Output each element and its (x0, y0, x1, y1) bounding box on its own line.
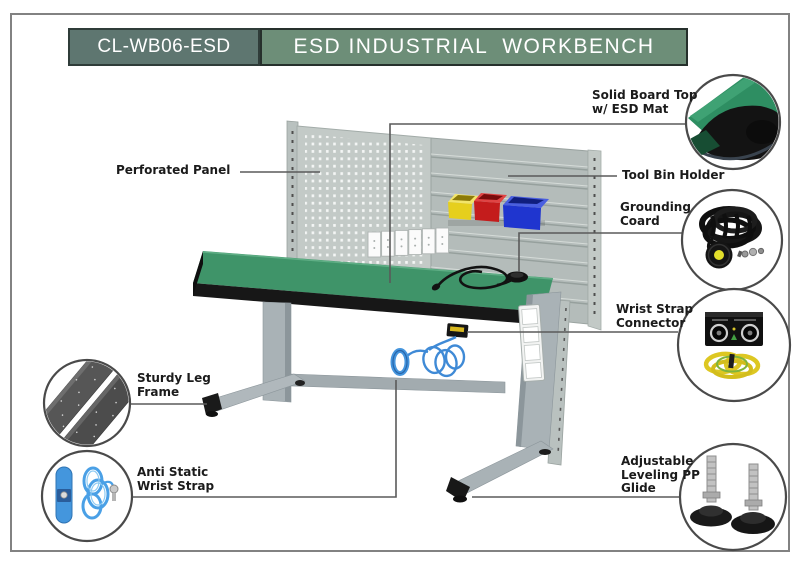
photo-leveling-glide (678, 442, 788, 552)
callout-label-tool-bin-holder: Tool Bin Holder (622, 168, 725, 182)
right-leg-graphic (446, 291, 562, 503)
photo-anti-static-strap (40, 449, 134, 543)
callout-label-adjustable-leveling-pp-glide: Adjustable Leveling PP Glide (621, 454, 700, 495)
photo-leg-frame (42, 358, 132, 448)
hanging-wrist-strap-graphic (390, 323, 469, 378)
callout-label-perforated-panel: Perforated Panel (116, 163, 231, 177)
photo-solid-board-top (684, 73, 782, 171)
callout-lines (130, 123, 686, 498)
product-title-text: ESD INDUSTRIAL WORKBENCH (293, 35, 655, 58)
photo-wrist-strap-connector (676, 287, 792, 403)
model-number-box: CL-WB06-ESD (68, 28, 260, 66)
callout-label-anti-static-wrist-strap: Anti Static Wrist Strap (137, 465, 215, 493)
grounding-cord-graphic (431, 265, 528, 291)
callout-label-sturdy-leg-frame: Sturdy Leg Frame (137, 371, 211, 399)
left-leg-graphic (202, 301, 506, 417)
callout-label-wrist-strap-connector: Wrist Strap Connector (616, 302, 694, 330)
photo-grounding-cord (680, 188, 784, 292)
callout-label-grounding-coard: Grounding Coard (620, 200, 691, 228)
power-outlets-graphic (367, 227, 450, 258)
page-border (10, 13, 790, 552)
bench-top-graphic (193, 251, 554, 325)
callout-label-solid-board-top: Solid Board Top w/ ESD Mat (592, 88, 698, 116)
product-title-box: ESD INDUSTRIAL WORKBENCH (260, 28, 688, 66)
model-number-text: CL-WB06-ESD (97, 36, 231, 57)
tool-bins-graphic (448, 193, 549, 230)
